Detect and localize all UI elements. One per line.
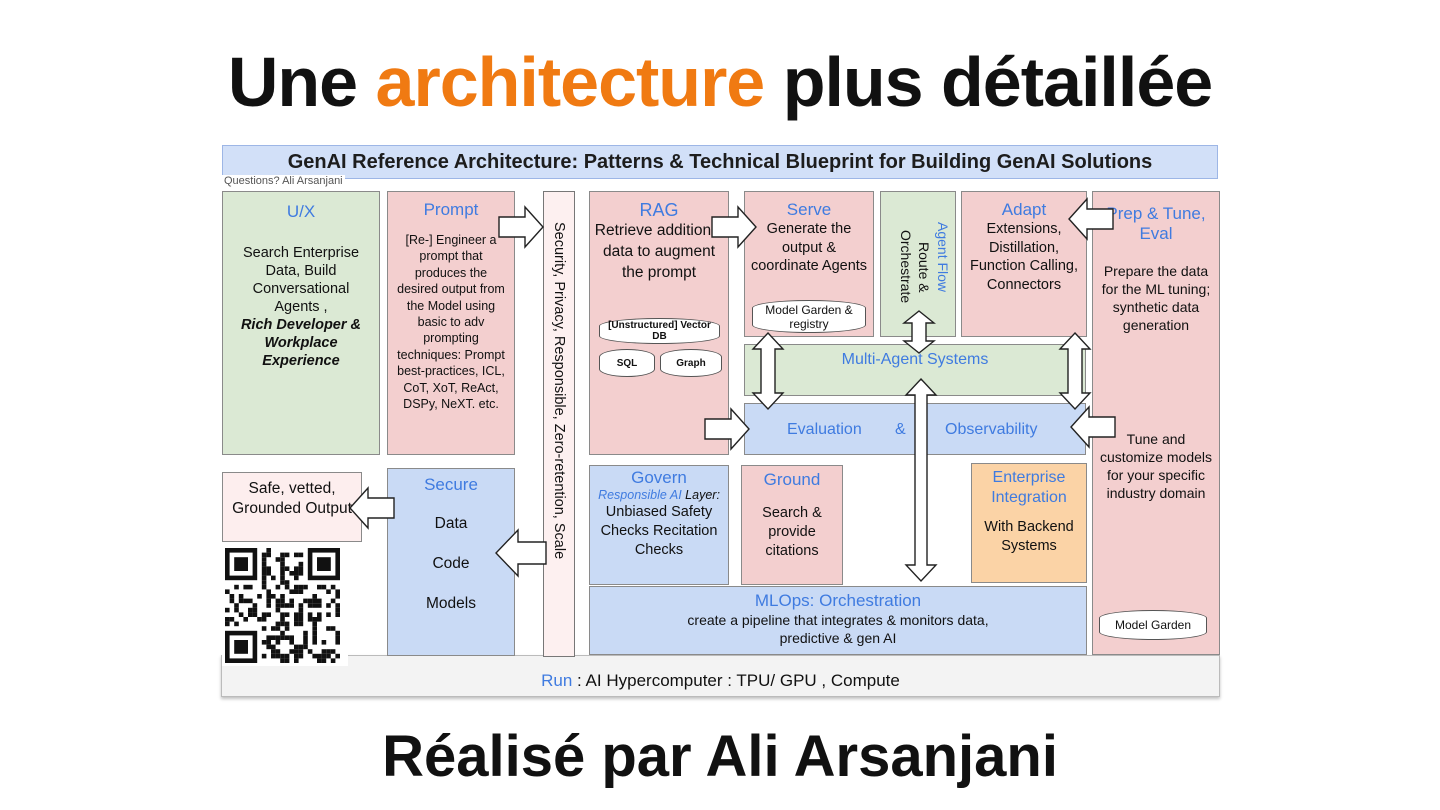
safe-output-text: Safe, vetted, Grounded Output <box>232 480 352 517</box>
mlops-text: create a pipeline that integrates & moni… <box>687 612 989 646</box>
safe-output-box: Safe, vetted, Grounded Output <box>222 472 362 542</box>
enterprise-header: Enterprise Integration <box>991 469 1067 506</box>
rag-to-evaluation-arrow <box>704 407 750 451</box>
enterprise-box: Enterprise Integration With Backend Syst… <box>971 463 1087 583</box>
multi-agent-to-mlops-double-arrow <box>904 377 938 583</box>
adapt-header: Adapt <box>1001 200 1047 219</box>
model-garden-registry-label: Model Garden & registry <box>765 302 853 331</box>
govern-sub: Responsible AI Layer: <box>592 488 726 503</box>
prompt-text: [Re-] Engineer a prompt that produces th… <box>397 233 505 412</box>
architecture-diagram: GenAI Reference Architecture: Patterns &… <box>218 143 1224 703</box>
ground-box: Ground Search & provide citations <box>741 465 843 585</box>
serve-to-multi-agent-double-arrow <box>751 331 785 411</box>
govern-header: Govern <box>631 468 687 487</box>
adapt-text: Extensions, Distillation, Function Calli… <box>970 221 1078 293</box>
secure-box: Secure Data Code Models <box>387 468 515 656</box>
ux-text: Search Enterprise Data, Build Conversati… <box>242 245 360 315</box>
graph-db-label: Graph <box>676 357 706 369</box>
vector-db-icon: [Unstructured] Vector DB <box>599 318 720 344</box>
rag-text: Retrieve additional data to augment the … <box>594 222 724 281</box>
mlops-header: MLOps: Orchestration <box>754 591 922 610</box>
serve-text: Generate the output & coordinate Agents <box>750 221 868 274</box>
run-text: : AI Hypercomputer : TPU/ GPU , Compute <box>577 671 900 690</box>
security-bar: Security, Privacy, Responsible, Zero-ret… <box>543 191 575 657</box>
prep-text1: Prepare the data for the ML tuning; synt… <box>1101 263 1211 333</box>
security-bar-text: Security, Privacy, Responsible, Zero-ret… <box>551 222 567 560</box>
model-garden-icon: Model Garden <box>1099 610 1207 640</box>
adapt-box: Adapt Extensions, Distillation, Function… <box>961 191 1087 337</box>
serve-header: Serve <box>786 200 832 219</box>
secure-header: Secure <box>424 475 478 494</box>
prep-to-evaluation-arrow <box>1070 405 1116 449</box>
agent-flow-to-multi-agent-double-arrow <box>902 310 936 354</box>
evaluation-label: Evaluation <box>787 421 862 438</box>
qr-code-icon <box>222 546 348 666</box>
ground-text: Search & provide citations <box>762 505 822 559</box>
prompt-header: Prompt <box>423 200 479 219</box>
sql-db-label: SQL <box>616 357 638 369</box>
prep-header: Prep & Tune, Eval <box>1106 204 1206 243</box>
evaluation-amp: & <box>895 421 906 438</box>
agent-flow-box: Agent Flow Route & Orchestrate <box>880 191 956 337</box>
ux-emphasis: Rich Developer & Workplace Experience <box>240 317 362 369</box>
govern-sub-layer: Layer: <box>685 488 720 502</box>
title-accent: architecture <box>375 43 766 121</box>
agent-flow-text: Route & Orchestrate <box>898 230 932 304</box>
qr-code-graphic <box>225 548 340 663</box>
rag-to-serve-arrow <box>711 205 757 249</box>
questions-text: Questions? Ali Arsanjani <box>222 175 345 187</box>
run-bar: Run : AI Hypercomputer : TPU/ GPU , Comp… <box>221 655 1220 697</box>
run-label: Run <box>541 671 573 690</box>
prompt-box: Prompt [Re-] Engineer a prompt that prod… <box>387 191 515 455</box>
graph-db-icon: Graph <box>660 349 722 377</box>
prep-to-adapt-arrow <box>1068 197 1114 241</box>
observability-label: Observability <box>945 421 1038 438</box>
govern-sub-text: Responsible AI <box>598 488 682 502</box>
title-part2: plus détaillée <box>782 43 1213 121</box>
model-garden-label: Model Garden <box>1114 617 1192 632</box>
diagram-banner: GenAI Reference Architecture: Patterns &… <box>222 145 1218 179</box>
vector-db-label: [Unstructured] Vector DB <box>608 320 711 342</box>
footer-author: Réalisé par Ali Arsanjani <box>382 724 1058 789</box>
ground-header: Ground <box>763 470 821 489</box>
ux-header: U/X <box>286 202 316 221</box>
adapt-to-evaluation-double-arrow <box>1058 331 1092 411</box>
govern-text: Unbiased Safety Checks Recitation Checks <box>600 504 718 558</box>
rag-header: RAG <box>639 200 679 220</box>
secure-item-data: Data <box>434 515 468 532</box>
agent-flow-header: Agent Flow <box>935 222 951 293</box>
secure-item-models: Models <box>426 595 476 612</box>
title-part1: Une <box>227 43 358 121</box>
security-to-safe-output-arrow <box>349 486 395 530</box>
prompt-to-security-arrow <box>498 205 544 249</box>
security-to-secure-arrow <box>495 528 547 578</box>
sql-db-icon: SQL <box>599 349 655 377</box>
govern-box: Govern Responsible AI Layer: Unbiased Sa… <box>589 465 729 585</box>
slide-title: Une architecture plus détaillée <box>0 40 1440 124</box>
enterprise-text: With Backend Systems <box>984 519 1074 554</box>
banner-text: GenAI Reference Architecture: Patterns &… <box>287 151 1153 173</box>
multi-agent-label: Multi-Agent Systems <box>841 351 989 368</box>
ux-box: U/X Search Enterprise Data, Build Conver… <box>222 191 380 455</box>
secure-item-code: Code <box>432 555 470 572</box>
prep-text2: Tune and customize models for your speci… <box>1099 431 1213 501</box>
model-garden-registry-icon: Model Garden & registry <box>752 300 866 333</box>
mlops-box: MLOps: Orchestration create a pipeline t… <box>589 586 1087 655</box>
